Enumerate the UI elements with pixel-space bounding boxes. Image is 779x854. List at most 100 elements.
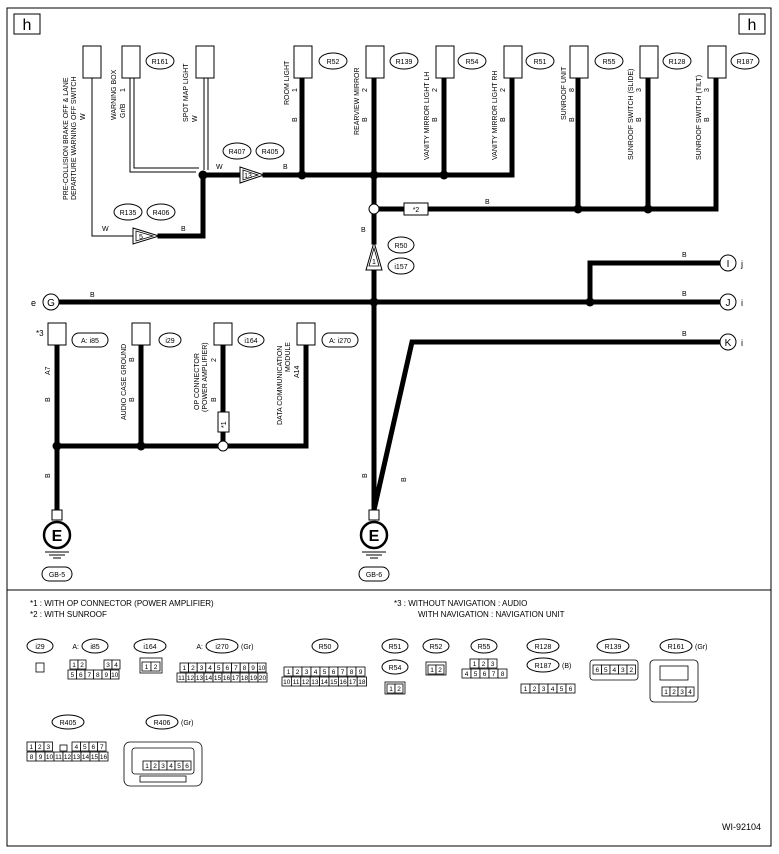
- pin-label: 16: [100, 754, 108, 761]
- connector-id: A: i270: [329, 338, 351, 345]
- pin-label: 20: [259, 675, 267, 682]
- pin-label: 5: [604, 667, 608, 674]
- wire-color: B: [45, 473, 52, 478]
- note-3a: *3 : WITHOUT NAVIGATION : AUDIO: [394, 599, 527, 608]
- connector-label: R50: [319, 644, 332, 651]
- pin-label: 17: [232, 675, 240, 682]
- lower-right-wire: [371, 339, 723, 513]
- pin-label: 7: [87, 672, 91, 679]
- pin-label: 14: [205, 675, 213, 682]
- connector-label: R406: [154, 720, 171, 727]
- pin-label: 10: [46, 754, 54, 761]
- pin-label: 3: [46, 744, 50, 751]
- pin-label: 5: [83, 744, 87, 751]
- pin-cell: [487, 658, 498, 669]
- connector-id: R51: [534, 59, 547, 66]
- note-1: *1 : WITH OP CONNECTOR (POWER AMPLIFIER): [30, 599, 214, 608]
- pin-label: 8: [501, 671, 505, 678]
- precollision-switch: PRE-COLLISION BRAKE OFF & LANE DEPARTURE…: [63, 45, 102, 200]
- wire-color: B: [211, 397, 218, 402]
- pin-label: 4: [551, 686, 555, 693]
- wire-color: B: [283, 164, 288, 171]
- pin-cell: [150, 661, 161, 672]
- precollision-wire: [91, 78, 133, 237]
- connector-label-oval: [311, 638, 339, 654]
- connector-body: [35, 662, 45, 673]
- connector-id: R52: [327, 59, 340, 66]
- pin-label: 1: [145, 664, 149, 671]
- page-ref: j: [740, 259, 743, 269]
- side-end-i: I j: [719, 254, 743, 272]
- connector-id: i29: [165, 338, 174, 345]
- pin-label: 2: [296, 669, 300, 676]
- ground-letter: E: [369, 528, 380, 545]
- pin-label: 2: [38, 744, 42, 751]
- wire-color: B: [432, 117, 439, 122]
- wire-color: B: [90, 292, 95, 299]
- pin-cell: [97, 741, 107, 752]
- connector-suffix: (B): [562, 663, 571, 670]
- component-name: AUDIO CASE GROUND: [121, 344, 128, 420]
- end-letter: J: [726, 298, 731, 309]
- pin-label: 9: [359, 669, 363, 676]
- pin-label: 5: [177, 763, 181, 770]
- ground-letter: E: [52, 528, 63, 545]
- pin-number: A14: [294, 365, 301, 378]
- pin-label: 1: [72, 662, 76, 669]
- connector-id: R187: [737, 59, 754, 66]
- wire-color: B: [485, 199, 490, 206]
- pin-label: 9: [39, 754, 43, 761]
- splice-dot: [369, 170, 379, 180]
- connector-label-oval: [145, 714, 179, 730]
- warning-box: WARNING BOX 1 Gr/B R161: [111, 45, 175, 120]
- pin-cell: [43, 741, 53, 752]
- pin-label: 9: [104, 672, 108, 679]
- audio-case-ground: i29 AUDIO CASE GROUND B B: [121, 322, 182, 420]
- connector-id: R406: [153, 210, 170, 217]
- pin-label: 4: [688, 689, 692, 696]
- component-name: DATA COMMUNICATION: [277, 346, 284, 425]
- note-3b: WITH NAVIGATION : NAVIGATION UNIT: [418, 610, 565, 619]
- pin-label: 18: [241, 675, 249, 682]
- pin-label: 15: [91, 754, 99, 761]
- pin-number: 3: [704, 88, 711, 92]
- pin-label: 3: [542, 686, 546, 693]
- wire-color: B: [361, 227, 366, 234]
- pin-label: 16: [223, 675, 231, 682]
- pin-cell: [497, 668, 508, 679]
- sunroof-switch-tilt: SUNROOF SWITCH (TILT) 3 B R187: [696, 45, 760, 160]
- pin-label: 14: [321, 679, 329, 686]
- pin-cell: [435, 664, 445, 675]
- pin-number: B: [129, 357, 136, 362]
- pin-label: 5: [217, 665, 221, 672]
- connector-body: [659, 665, 689, 681]
- pin-label: 16: [339, 679, 347, 686]
- component-name: SUNROOF SWITCH (SLIDE): [628, 69, 635, 160]
- splice-dot: [136, 441, 146, 451]
- splice-dot: [52, 441, 62, 451]
- connector-label: R187: [535, 663, 552, 670]
- connector-label: R52: [430, 644, 443, 651]
- wire-color: B: [682, 252, 687, 259]
- pin-label: 5: [560, 686, 564, 693]
- component-name: REARVIEW MIRROR: [354, 67, 361, 135]
- op-connector: i164 OP CONNECTOR (POWER AMPLIFIER) 2 B …: [194, 322, 265, 433]
- connector-label-oval: [470, 638, 498, 654]
- vanity-mirror-rh: VANITY MIRROR LIGHT RH 2 B R51: [492, 45, 555, 160]
- connector-id: R54: [466, 59, 479, 66]
- figure-id: WI-92104: [722, 822, 761, 832]
- pin-cell: [356, 676, 368, 687]
- connector-label-oval: [205, 638, 239, 654]
- joint-number: 13: [244, 173, 252, 180]
- pin-number: 2: [432, 88, 439, 92]
- pin-number: A7: [45, 366, 52, 375]
- pin-label: 2: [397, 686, 401, 693]
- page-marker-right-text: h: [748, 17, 757, 34]
- connector-id: A: i85: [81, 338, 99, 345]
- pin-label: 1: [473, 661, 477, 668]
- page-ref: e: [31, 298, 36, 308]
- connector-label: R139: [605, 644, 622, 651]
- warning-box-wire-a: [129, 78, 196, 173]
- open-splice: [217, 440, 229, 452]
